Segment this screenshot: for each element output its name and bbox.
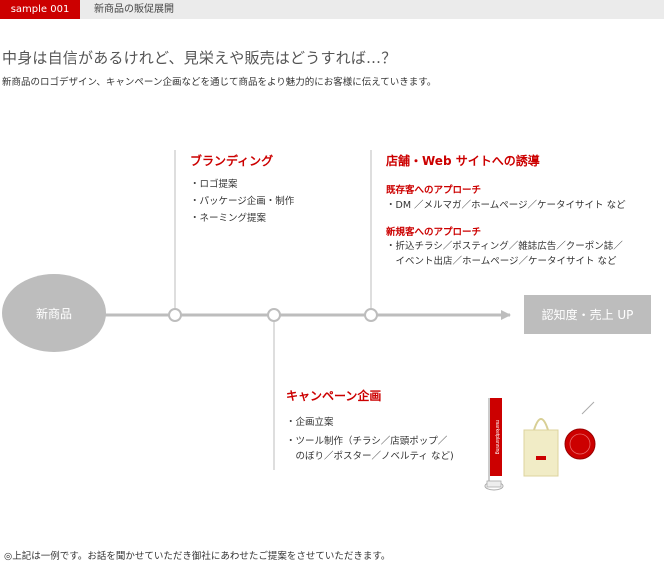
branding-item: ・ネーミング提案 [190, 213, 267, 224]
campaign-tools-illustration: marketplanning [484, 398, 596, 491]
node-branding [168, 308, 182, 322]
node-store-web [364, 308, 378, 322]
campaign-title: キャンペーン企画 [286, 389, 382, 403]
banner-flag-text: marketplanning [494, 420, 500, 454]
header-bar [0, 0, 664, 19]
tote-bag-illustration [523, 418, 559, 477]
goal-box: 認知度・売上 UP [524, 295, 651, 334]
branding-item: ・パッケージ企画・制作 [190, 196, 295, 207]
start-node-new-product: 新商品 [2, 274, 106, 352]
branding-title: ブランディング [190, 154, 274, 168]
headline: 中身は自信があるけれど、見栄えや販売はどうすれば…？ [2, 49, 397, 67]
sample-tag: sample 001 [0, 0, 80, 19]
existing-customer-title: 既存客へのアプローチ [386, 185, 482, 196]
new-customer-title: 新規客へのアプローチ [386, 227, 482, 238]
header-title: 新商品の販促展開 [94, 4, 174, 15]
node-campaign [267, 308, 281, 322]
round-badge-illustration [564, 401, 596, 460]
new-customer-item: イベント出店／ホームページ／ケータイサイト など [386, 256, 617, 267]
store-web-title: 店舗・Web サイトへの誘導 [386, 154, 540, 168]
footnote: ◎上記は一例です。お話を聞かせていただき御社にあわせたご提案をさせていただきます… [4, 551, 391, 562]
campaign-item: ・企画立案 [286, 417, 334, 428]
new-customer-item: ・折込チラシ／ポスティング／雑誌広告／クーポン誌／ [386, 241, 623, 252]
lead-text: 新商品のロゴデザイン、キャンペーン企画などを通じて商品をより魅力的にお客様に伝え… [2, 77, 437, 88]
banner-flag-illustration: marketplanning [484, 398, 504, 491]
existing-customer-item: ・DM ／メルマガ／ホームページ／ケータイサイト など [386, 200, 626, 211]
campaign-item: ・ツール制作（チラシ／店頭ポップ／ [286, 436, 448, 447]
start-node-label: 新商品 [35, 306, 72, 321]
goal-label: 認知度・売上 UP [541, 308, 634, 322]
campaign-item: のぼり／ポスター／ノベルティ など) [286, 451, 454, 462]
branding-item: ・ロゴ提案 [190, 179, 238, 190]
